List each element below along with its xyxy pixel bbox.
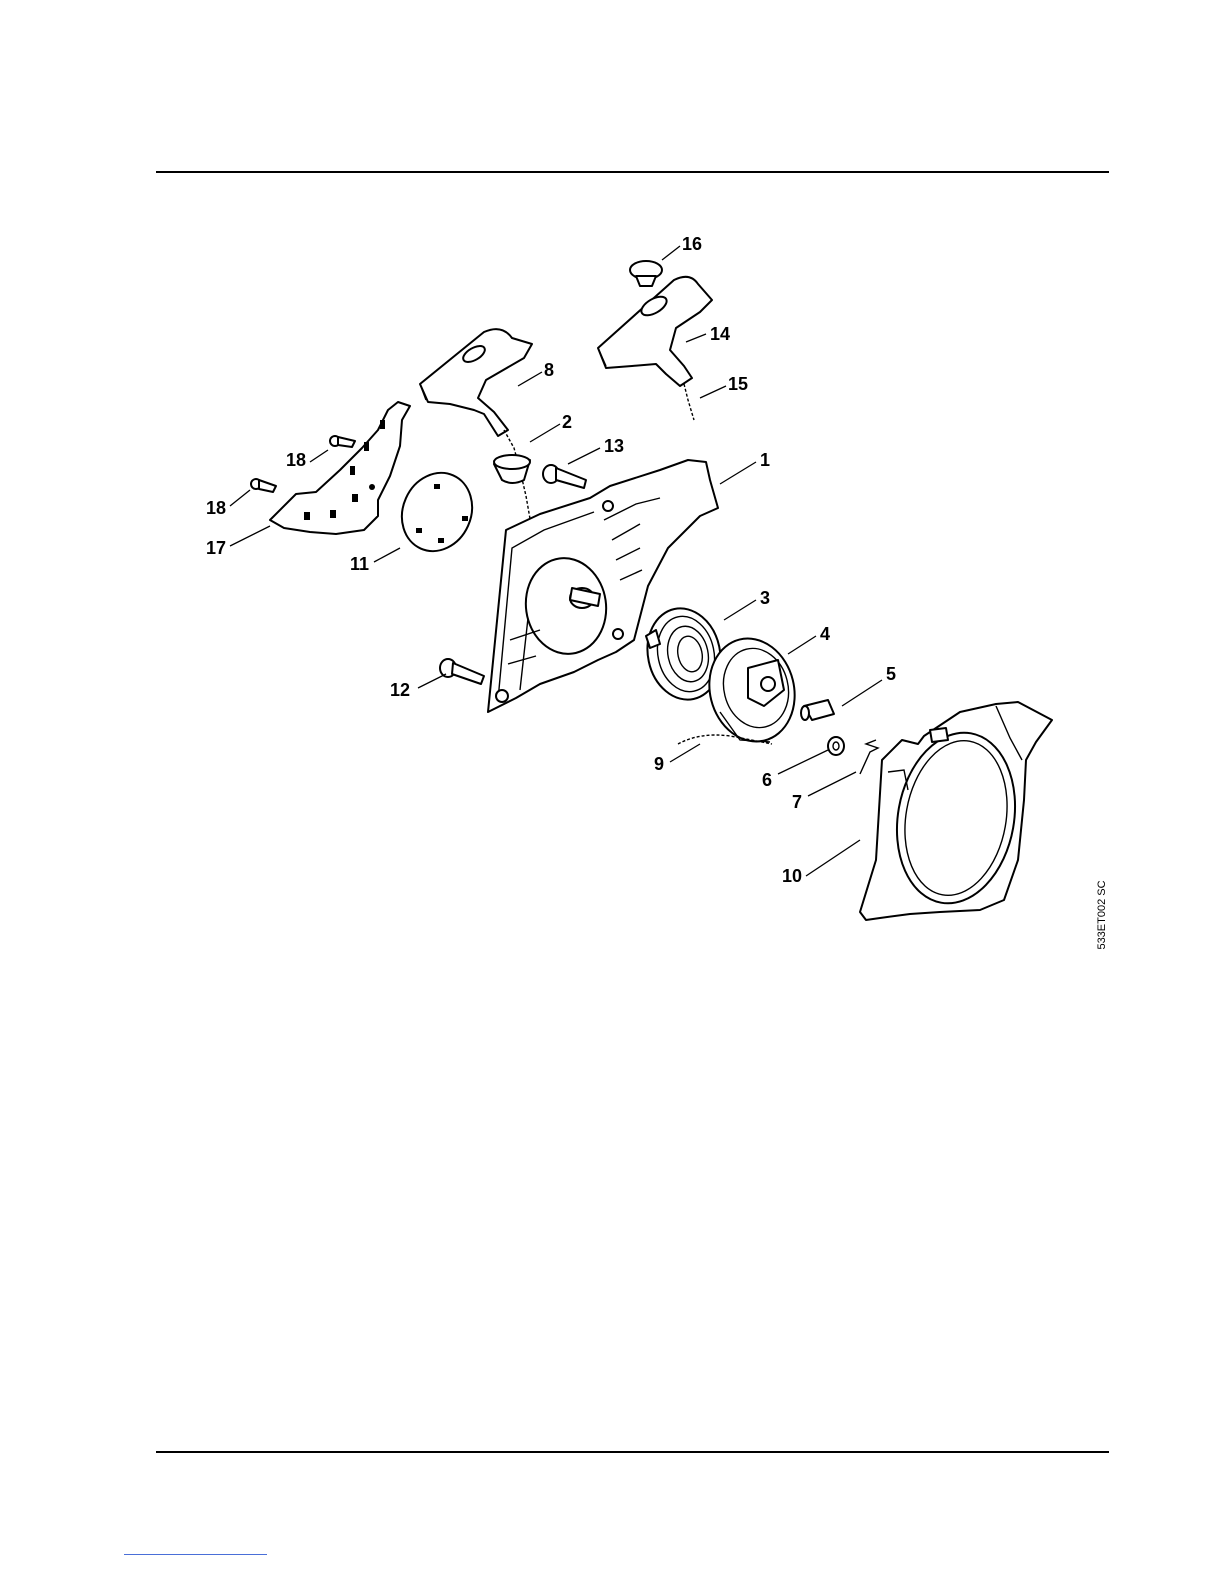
callout-14: 14 — [710, 324, 730, 344]
part-6-washer[interactable] — [828, 737, 844, 755]
callout-5: 5 — [886, 664, 896, 684]
part-14-starter-grip[interactable] — [598, 277, 712, 386]
callout-1: 1 — [760, 450, 770, 470]
part-11-disc[interactable] — [390, 462, 485, 563]
part-18-screw-upper[interactable] — [330, 436, 355, 447]
callout-15: 15 — [728, 374, 748, 394]
callout-4: 4 — [820, 624, 830, 644]
callout-10: 10 — [782, 866, 802, 886]
callout-18-upper: 18 — [286, 450, 306, 470]
callout-3: 3 — [760, 588, 770, 608]
callout-2: 2 — [562, 412, 572, 432]
part-12-screw[interactable] — [440, 659, 484, 684]
part-15-rope[interactable] — [684, 384, 694, 420]
callout-8: 8 — [544, 360, 554, 380]
callout-16: 16 — [682, 234, 702, 254]
callout-13: 13 — [604, 436, 624, 456]
part-2-rope-guide[interactable] — [494, 455, 530, 483]
part-7-spring-clip[interactable] — [860, 740, 878, 774]
part-5-pawl[interactable] — [801, 700, 834, 720]
part-18-screw-lower[interactable] — [251, 479, 276, 492]
part-13-screw[interactable] — [543, 465, 586, 488]
part-10-fan-cover[interactable] — [860, 702, 1052, 920]
callout-7: 7 — [792, 792, 802, 812]
part-16-cap[interactable] — [630, 261, 662, 286]
callout-11: 11 — [350, 554, 369, 574]
callout-18-lower: 18 — [206, 498, 226, 518]
callout-9: 9 — [654, 754, 664, 774]
callout-6: 6 — [762, 770, 772, 790]
callout-17: 17 — [206, 538, 226, 558]
callout-12: 12 — [390, 680, 410, 700]
